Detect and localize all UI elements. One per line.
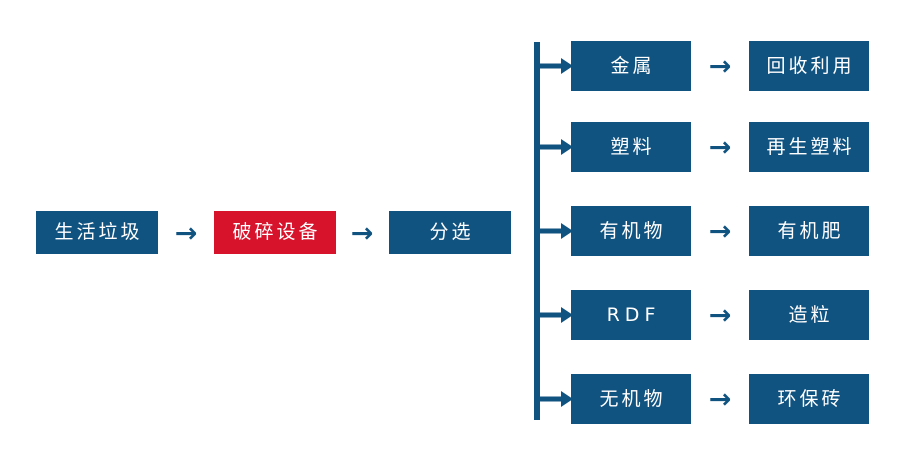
node-material-metal: 金属 bbox=[571, 41, 691, 91]
node-material-plastic: 塑料 bbox=[571, 122, 691, 172]
arrow-plastic-to-product: → bbox=[708, 131, 732, 163]
branch-arrow-organic bbox=[539, 218, 573, 244]
node-product-inorganic: 环保砖 bbox=[749, 374, 869, 424]
branch-arrow-metal bbox=[539, 53, 573, 79]
branch-arrow-plastic bbox=[539, 134, 573, 160]
node-material-rdf: RDF bbox=[571, 290, 691, 340]
branch-arrow-rdf bbox=[539, 302, 573, 328]
node-product-rdf: 造粒 bbox=[749, 290, 869, 340]
node-material-organic: 有机物 bbox=[571, 206, 691, 256]
node-input: 生活垃圾 bbox=[36, 211, 158, 254]
node-product-metal: 回收利用 bbox=[749, 41, 869, 91]
arrow-shredder-to-sorting: → bbox=[350, 217, 374, 249]
arrow-inorganic-to-product: → bbox=[708, 383, 732, 415]
node-product-plastic: 再生塑料 bbox=[749, 122, 869, 172]
node-sorting: 分选 bbox=[389, 211, 511, 254]
arrow-organic-to-product: → bbox=[708, 215, 732, 247]
branch-arrow-inorganic bbox=[539, 386, 573, 412]
arrow-input-to-shredder: → bbox=[174, 217, 198, 249]
distribution-trunk-line bbox=[534, 42, 540, 420]
node-shredder: 破碎设备 bbox=[214, 211, 336, 254]
arrow-metal-to-product: → bbox=[708, 50, 732, 82]
node-product-organic: 有机肥 bbox=[749, 206, 869, 256]
arrow-rdf-to-product: → bbox=[708, 299, 732, 331]
node-material-inorganic: 无机物 bbox=[571, 374, 691, 424]
